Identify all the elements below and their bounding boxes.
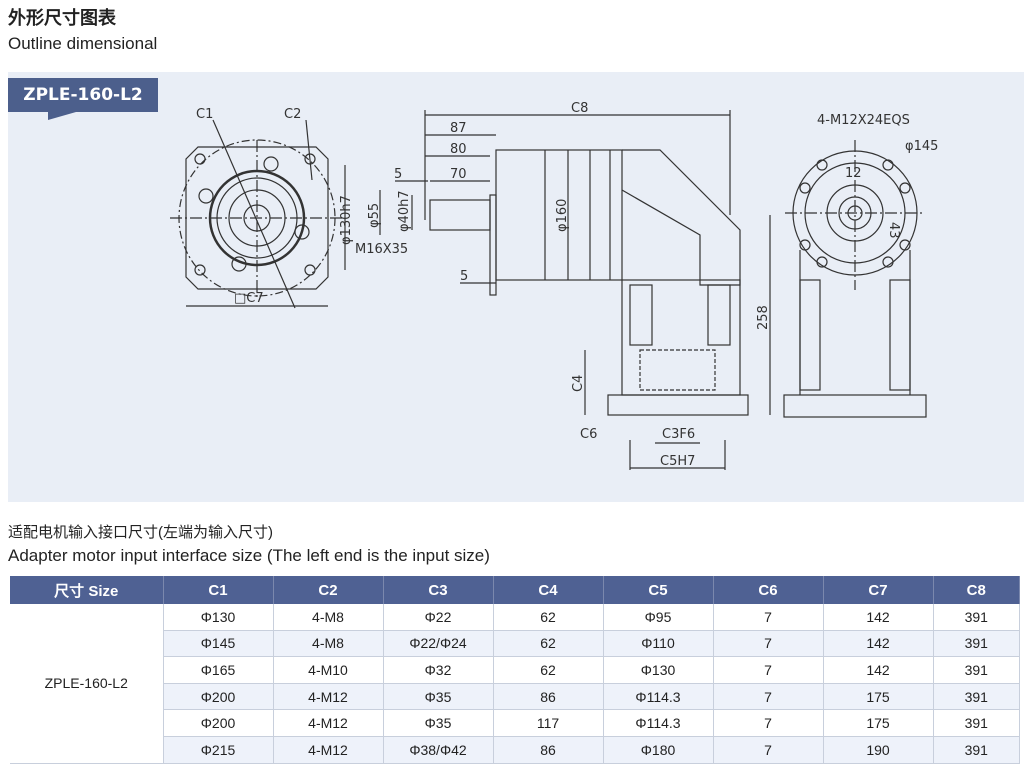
cell-c4: 86 [493,683,604,711]
cell-c2: 4-M12 [273,736,384,764]
cell-c5: Φ95 [603,604,714,631]
header-c2: C2 [273,576,384,604]
cell-c5: Φ130 [603,656,714,684]
label-d40: φ40h7 [397,190,412,232]
label-c8: C8 [571,101,588,116]
cell-c3: Φ22/Φ24 [383,630,494,658]
cell-c5: Φ180 [603,736,714,764]
label-87: 87 [450,121,467,136]
header-c8: C8 [933,576,1020,604]
dimension-drawing: C1 C2 □C7 C8 87 80 70 5 5 M16X35 φ130h7 … [170,101,938,470]
cell-c6: 7 [713,604,824,631]
cell-c3: Φ35 [383,709,494,737]
cell-c7: 190 [823,736,934,764]
label-258: 258 [756,305,771,330]
label-c5: C5H7 [660,454,695,469]
label-5-bottom: 5 [460,269,468,284]
cell-c7: 142 [823,630,934,658]
label-c1: C1 [196,107,213,122]
label-d130: φ130h7 [339,195,354,245]
cell-c2: 4-M12 [273,709,384,737]
cell-c7: 175 [823,709,934,737]
cell-c8: 391 [933,683,1020,711]
cell-c1: Φ145 [163,630,274,658]
output-view: 4-M12X24EQS φ145 12 43 [783,113,938,418]
cell-c5: Φ110 [603,630,714,658]
label-c6: C6 [580,427,597,442]
label-c3: C3F6 [662,427,695,442]
cell-c7: 175 [823,683,934,711]
front-view: C1 C2 □C7 [170,107,345,309]
label-c2: C2 [284,107,301,122]
cell-c2: 4-M10 [273,656,384,684]
cell-c4: 117 [493,709,604,737]
cell-c2: 4-M8 [273,630,384,658]
page-title-cn: 外形尺寸图表 [8,8,116,29]
label-c7: □C7 [234,291,264,306]
cell-c4: 62 [493,656,604,684]
label-70: 70 [450,167,467,182]
cell-c7: 142 [823,604,934,631]
cell-c4: 62 [493,604,604,631]
size-table: 尺寸 Size C1 C2 C3 C4 C5 C6 C7 C8 ZPLE-160… [10,576,1020,764]
label-d55: φ55 [367,203,382,228]
cell-c3: Φ38/Φ42 [383,736,494,764]
header-c1: C1 [163,576,274,604]
size-cell: ZPLE-160-L2 [10,604,164,764]
cell-c1: Φ130 [163,604,274,631]
label-m16x35: M16X35 [355,242,408,257]
cell-c6: 7 [713,656,824,684]
cell-c1: Φ215 [163,736,274,764]
cell-c4: 86 [493,736,604,764]
cell-c8: 391 [933,604,1020,631]
label-80: 80 [450,142,467,157]
cell-c7: 142 [823,656,934,684]
cell-c2: 4-M12 [273,683,384,711]
side-view: C8 87 80 70 5 5 M16X35 φ130h7 φ55 φ40h7 … [339,101,771,470]
cell-c6: 7 [713,630,824,658]
header-c3: C3 [383,576,494,604]
header-c7: C7 [823,576,934,604]
cell-c3: Φ32 [383,656,494,684]
label-d160: φ160 [555,199,570,232]
cell-c3: Φ35 [383,683,494,711]
subtitle-cn: 适配电机输入接口尺寸(左端为输入尺寸) [8,524,273,541]
cell-c2: 4-M8 [273,604,384,631]
cell-c3: Φ22 [383,604,494,631]
cell-c5: Φ114.3 [603,709,714,737]
page-title-en: Outline dimensional [8,34,158,53]
header-size: 尺寸 Size [10,576,164,604]
label-5-top: 5 [394,167,402,182]
cell-c1: Φ165 [163,656,274,684]
subtitle-en: Adapter motor input interface size (The … [8,546,490,565]
cell-c6: 7 [713,709,824,737]
label-d145: φ145 [905,139,938,154]
cell-c8: 391 [933,736,1020,764]
cell-c6: 7 [713,683,824,711]
cell-c6: 7 [713,736,824,764]
header-c4: C4 [493,576,604,604]
cell-c8: 391 [933,630,1020,658]
header-c6: C6 [713,576,824,604]
label-holes: 4-M12X24EQS [817,113,910,128]
label-12: 12 [845,166,862,181]
header-c5: C5 [603,576,714,604]
cell-c1: Φ200 [163,709,274,737]
label-43: 43 [886,222,901,239]
cell-c4: 62 [493,630,604,658]
table-header: 尺寸 Size C1 C2 C3 C4 C5 C6 C7 C8 [10,576,1020,604]
model-tab: ZPLE-160-L2 [8,78,158,120]
cell-c1: Φ200 [163,683,274,711]
cell-c8: 391 [933,709,1020,737]
cell-c5: Φ114.3 [603,683,714,711]
label-c4: C4 [571,375,586,392]
cell-c8: 391 [933,656,1020,684]
